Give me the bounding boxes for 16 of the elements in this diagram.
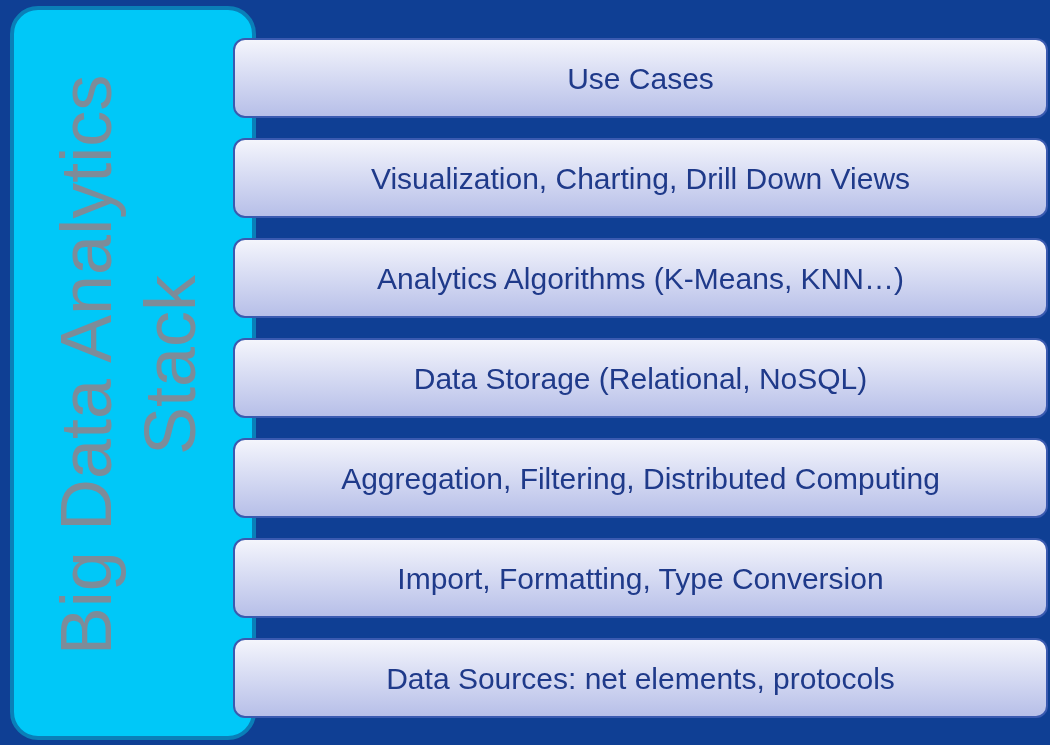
layer-label: Aggregation, Filtering, Distributed Computing bbox=[341, 460, 940, 497]
layer-box bbox=[233, 238, 1048, 318]
layer-box bbox=[233, 438, 1048, 518]
layer-label: Data Storage (Relational, NoSQL) bbox=[413, 360, 868, 397]
layer-box bbox=[233, 38, 1048, 118]
layer-label: Analytics Algorithms (K-Means, KNN…) bbox=[377, 260, 904, 297]
vertical-title: Big Data Analytics Stack bbox=[45, 73, 211, 658]
layer-box bbox=[233, 538, 1048, 618]
layer-box bbox=[233, 338, 1048, 418]
layer-label: Data Sources: net elements, protocols bbox=[386, 660, 895, 697]
layer-box bbox=[233, 638, 1048, 718]
layer-label: Visualization, Charting, Drill Down Views bbox=[370, 160, 911, 197]
layer-label: Import, Formatting, Type Conversion bbox=[397, 560, 884, 597]
stack-side-panel bbox=[10, 6, 256, 740]
layer-label: Use Cases bbox=[567, 60, 714, 97]
layer-box bbox=[233, 138, 1048, 218]
